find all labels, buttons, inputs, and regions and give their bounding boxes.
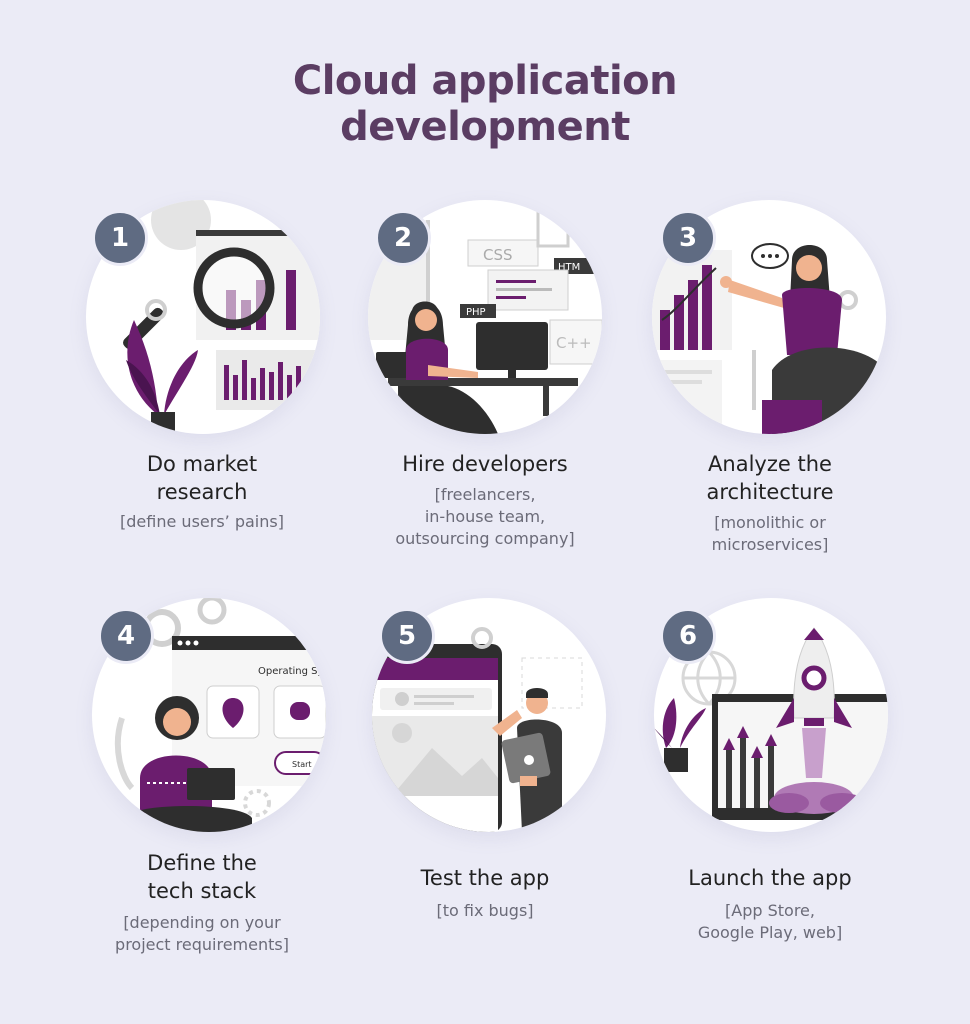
- step-4-illustration: Operating Sy Start: [92, 598, 326, 832]
- step-3-sub-line-1: [monolithic or: [714, 513, 826, 532]
- step-5-number-badge: 5: [379, 608, 435, 664]
- step-6-heading-line-1: Launch the app: [688, 866, 852, 890]
- title-line-1: Cloud application: [292, 58, 678, 104]
- step-2-heading-line-1: Hire developers: [402, 452, 568, 476]
- step-4-sub-line-1: [depending on your: [123, 913, 281, 932]
- step-5-heading: Test the app: [335, 864, 635, 892]
- step-2-sub-line-1: [freelancers,: [434, 485, 536, 504]
- tester-phone-icon: [372, 627, 583, 832]
- cpp-tag: C++: [556, 334, 592, 352]
- step-6-subtext: [App Store, Google Play, web]: [620, 900, 920, 944]
- step-3-number-badge: 3: [660, 210, 716, 266]
- operating-system-label: Operating Sy: [258, 666, 324, 677]
- htm-tag: HTM: [558, 262, 580, 273]
- step-6-number-badge: 6: [660, 608, 716, 664]
- step-5-heading-line-1: Test the app: [420, 866, 550, 890]
- step-2-sub-line-3: outsourcing company]: [395, 529, 575, 548]
- step-4-sub-line-2: project requirements]: [115, 935, 289, 954]
- step-1-sub-line-1: [define users’ pains]: [120, 512, 284, 531]
- step-4-heading-line-1: Define the: [147, 851, 257, 875]
- step-4-subtext: [depending on your project requirements]: [52, 912, 352, 956]
- step-1-subtext: [define users’ pains]: [52, 511, 352, 533]
- step-4-heading-line-2: tech stack: [147, 879, 257, 903]
- operating-system-icon: Operating Sy Start: [114, 598, 326, 832]
- step-3-sub-line-2: microservices]: [711, 535, 829, 554]
- step-6-heading: Launch the app: [620, 864, 920, 892]
- step-1-heading-line-2: research: [156, 480, 248, 504]
- css-tag: CSS: [483, 246, 513, 264]
- step-1-illustration: [86, 200, 320, 434]
- step-2-subtext: [freelancers, in-house team, outsourcing…: [335, 484, 635, 550]
- step-5: 5 Test the app [to fix bugs]: [335, 598, 635, 928]
- step-1-number-badge: 1: [92, 210, 148, 266]
- magnifier-chart-icon: [123, 200, 320, 434]
- title-line-2: development: [340, 104, 630, 150]
- step-4-number-badge: 4: [98, 608, 154, 664]
- step-4: Operating Sy Start 4 Define the tech sta…: [52, 598, 352, 968]
- step-2-heading: Hire developers: [335, 450, 635, 478]
- step-2-sub-line-2: in-house team,: [424, 507, 546, 526]
- step-6-sub-line-1: [App Store,: [725, 901, 815, 920]
- step-3-subtext: [monolithic or microservices]: [620, 512, 920, 556]
- step-1-heading-line-1: Do market: [146, 452, 258, 476]
- step-3-heading-line-1: Analyze the: [708, 452, 832, 476]
- start-button-label: Start: [292, 760, 312, 769]
- step-5-subtext: [to fix bugs]: [335, 900, 635, 922]
- step-1-heading: Do market research: [52, 450, 352, 506]
- step-6: 6 Launch the app [App Store, Google Play…: [620, 598, 920, 948]
- step-2: CSS HTM PHP C++ 2: [335, 200, 635, 560]
- page-title: Cloud application development: [0, 58, 970, 150]
- apple-logo-icon: [222, 698, 244, 728]
- android-logo-icon: [290, 702, 310, 720]
- php-tag: PHP: [466, 307, 486, 318]
- step-3-heading: Analyze the architecture: [620, 450, 920, 506]
- step-1: 1 Do market research [define users’ pain…: [52, 200, 352, 540]
- step-3: 3 Analyze the architecture [monolithic o…: [620, 200, 920, 560]
- step-2-number-badge: 2: [375, 210, 431, 266]
- step-4-heading: Define the tech stack: [52, 849, 352, 905]
- step-3-heading-line-2: architecture: [706, 480, 834, 504]
- step-6-sub-line-2: Google Play, web]: [697, 923, 843, 942]
- step-5-sub-line-1: [to fix bugs]: [436, 901, 534, 920]
